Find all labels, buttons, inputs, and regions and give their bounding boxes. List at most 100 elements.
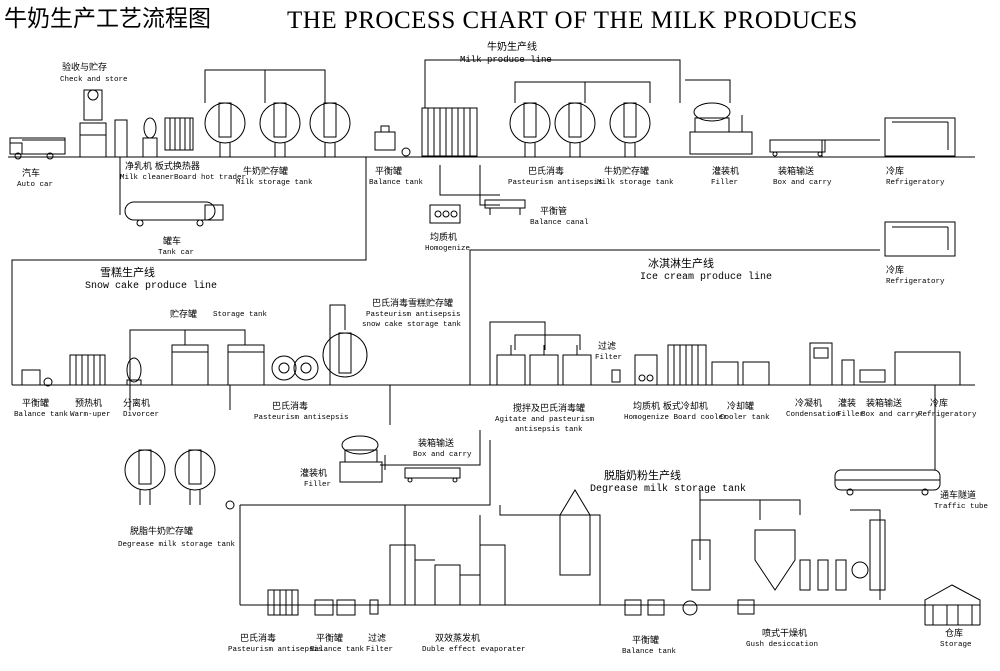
label-filter-2-zh: 过滤 xyxy=(368,634,387,644)
label-box-carry-3-en: Box and carry xyxy=(861,411,920,419)
divorcer-icon xyxy=(127,358,141,385)
label-filler-2-zh: 灌装机 xyxy=(300,469,328,479)
label-cleaner-heat-trader-en: Milk cleanerBoard hot trader xyxy=(120,174,247,182)
label-milk-storage-1-zh: 牛奶贮存罐 xyxy=(243,167,289,177)
label-agitate-en1: Agitate and pasteurism xyxy=(495,416,595,424)
refrigeratory-icon xyxy=(885,118,955,156)
label-pasteurism-3-en: Pasteurism antisepsis xyxy=(228,646,323,654)
degrease-line-heading-zh: 脱脂奶粉生产线 xyxy=(604,469,681,482)
storage-warehouse-icon xyxy=(925,585,980,625)
degrease-storage-tanks-icon xyxy=(125,450,234,509)
balance-tank-icon xyxy=(375,126,410,156)
traffic-tube-icon xyxy=(835,470,940,495)
ice-cream-line-heading-zh: 冰淇淋生产线 xyxy=(648,257,714,270)
pasteurism-3-icon xyxy=(268,590,298,615)
label-auto-car-en: Auto car xyxy=(17,181,54,189)
label-pasteurism-2-en: Pasteurism antisepsis xyxy=(254,414,349,422)
label-snow-cake-storage-en2: snow cake storage tank xyxy=(362,321,462,329)
label-filter-1-zh: 过滤 xyxy=(598,342,617,352)
label-agitate-en2: antisepsis tank xyxy=(515,426,583,434)
label-check-store-zh: 验收与贮存 xyxy=(62,63,108,73)
label-box-carry-2-zh: 装箱输送 xyxy=(418,439,455,449)
label-homogenize-1-zh: 均质机 xyxy=(430,233,458,243)
label-cooler-tank-zh: 冷却罐 xyxy=(727,402,755,412)
auto-car-icon xyxy=(10,138,65,159)
label-box-carry-3-zh: 装箱输送 xyxy=(866,399,903,409)
label-balance-canal-en: Balance canal xyxy=(530,219,589,227)
label-degrease-storage-en: Degrease milk storage tank xyxy=(118,541,236,549)
snow-cake-line-heading-en: Snow cake produce line xyxy=(85,281,218,292)
label-snow-cake-storage-en1: Pasteurism antisepsis xyxy=(366,311,461,319)
milk-line-heading-en: Milk produce line xyxy=(460,55,552,65)
label-condensation-en: Condensation xyxy=(786,411,841,419)
box-carry-3-icon xyxy=(860,370,885,382)
label-traffic-tube-en: Traffic tube xyxy=(934,503,989,511)
label-storage-zh: 仓库 xyxy=(945,629,964,639)
label-milk-storage-2-zh: 牛奶贮存罐 xyxy=(604,167,650,177)
homogenizer-2-icon xyxy=(635,355,657,385)
label-filler-1-en: Filler xyxy=(711,179,739,187)
label-filler-1-zh: 灌装机 xyxy=(712,167,740,177)
label-refrigeratory-1-zh: 冷库 xyxy=(886,167,905,177)
label-balance-tank-1-en: Balance tank xyxy=(369,179,424,187)
label-balance-tank-2-zh: 平衡罐 xyxy=(22,399,50,409)
board-heat-exchanger-icon xyxy=(165,118,193,150)
refrigeratory-3-icon xyxy=(895,352,960,385)
label-balance-tank-4-en: Balance tank xyxy=(622,648,677,656)
label-filler-3-zh: 灌装 xyxy=(838,399,857,409)
pasteurism-tanks-icon xyxy=(510,103,650,157)
label-box-carry-1-zh: 装箱输送 xyxy=(778,167,815,177)
label-milk-storage-1-en: Milk storage tank xyxy=(236,179,313,187)
label-tank-car-en: Tank car xyxy=(158,249,195,257)
label-check-store-en: Check and store xyxy=(60,76,128,84)
label-storage-tank-en: Storage tank xyxy=(213,311,268,319)
ice-cream-line-heading-en: Ice cream produce line xyxy=(640,272,773,283)
label-warm-uper-en: Warm-uper xyxy=(70,411,111,419)
degrease-line-heading-en: Degrease milk storage tank xyxy=(590,484,747,495)
agitate-tanks-icon xyxy=(497,345,591,385)
plate-exchanger-icon xyxy=(422,108,477,156)
label-box-carry-1-en: Box and carry xyxy=(773,179,832,187)
label-pasteurism-1-en: Pasteurism antisepsis xyxy=(508,179,603,187)
label-cleaner-heat-trader-zh: 净乳机 板式换热器 xyxy=(125,162,200,172)
label-refrigeratory-2-en: Refrigeratory xyxy=(886,278,945,286)
gush-desiccation-icon xyxy=(692,520,885,590)
label-homogenize-1-en: Homogenize xyxy=(425,245,471,253)
label-auto-car-zh: 汽车 xyxy=(22,169,41,179)
label-balance-canal-zh: 平衡管 xyxy=(540,207,568,217)
label-pasteurism-1-zh: 巴氏消毒 xyxy=(528,167,565,177)
box-carry-2-icon xyxy=(405,468,460,482)
milk-storage-tanks-icon xyxy=(205,103,350,157)
label-refrigeratory-3-zh: 冷库 xyxy=(930,399,949,409)
label-evaporator-en: Duble effect evaporater xyxy=(422,646,526,654)
refrigeratory-2-icon xyxy=(885,222,955,256)
label-homogenize-board-cooler-zh: 均质机 板式冷却机 xyxy=(633,402,708,412)
balance-tank-3-icon xyxy=(315,600,355,615)
label-gush-desiccation-zh: 喷式干燥机 xyxy=(762,629,808,639)
label-gush-desiccation-en: Gush desiccation xyxy=(746,641,819,649)
filler-3-icon xyxy=(842,360,854,385)
box-carry-conveyor-icon xyxy=(770,140,825,156)
label-balance-tank-4-zh: 平衡罐 xyxy=(632,636,660,646)
label-storage-en: Storage xyxy=(940,641,972,649)
label-filler-3-en: Filler xyxy=(837,411,865,419)
filler-2-icon xyxy=(340,436,385,482)
homogenizer-icon xyxy=(430,205,460,223)
label-balance-tank-3-zh: 平衡罐 xyxy=(316,634,344,644)
filter-2-icon xyxy=(370,600,378,614)
snow-cake-storage-tank-icon xyxy=(323,333,367,377)
milk-cleaner-icon xyxy=(115,118,157,157)
label-agitate-zh: 搅拌及巴氏消毒罐 xyxy=(513,404,586,414)
tank-car-icon xyxy=(125,202,223,226)
title-english: THE PROCESS CHART OF THE MILK PRODUCES xyxy=(287,7,858,34)
label-storage-tank-zh: 贮存罐 xyxy=(170,310,198,320)
label-filler-2-en: Filler xyxy=(304,481,332,489)
label-traffic-tube-zh: 通车隧道 xyxy=(940,491,977,501)
balance-tank-2-icon xyxy=(22,370,52,386)
label-homogenize-board-cooler-en: Homogenize Board cooler xyxy=(624,414,728,422)
snow-cake-line-heading-zh: 雪糕生产线 xyxy=(100,266,155,279)
label-refrigeratory-1-en: Refrigeratory xyxy=(886,179,945,187)
label-filter-1-en: Filter xyxy=(595,354,623,362)
label-pasteurism-3-zh: 巴氏消毒 xyxy=(240,634,277,644)
